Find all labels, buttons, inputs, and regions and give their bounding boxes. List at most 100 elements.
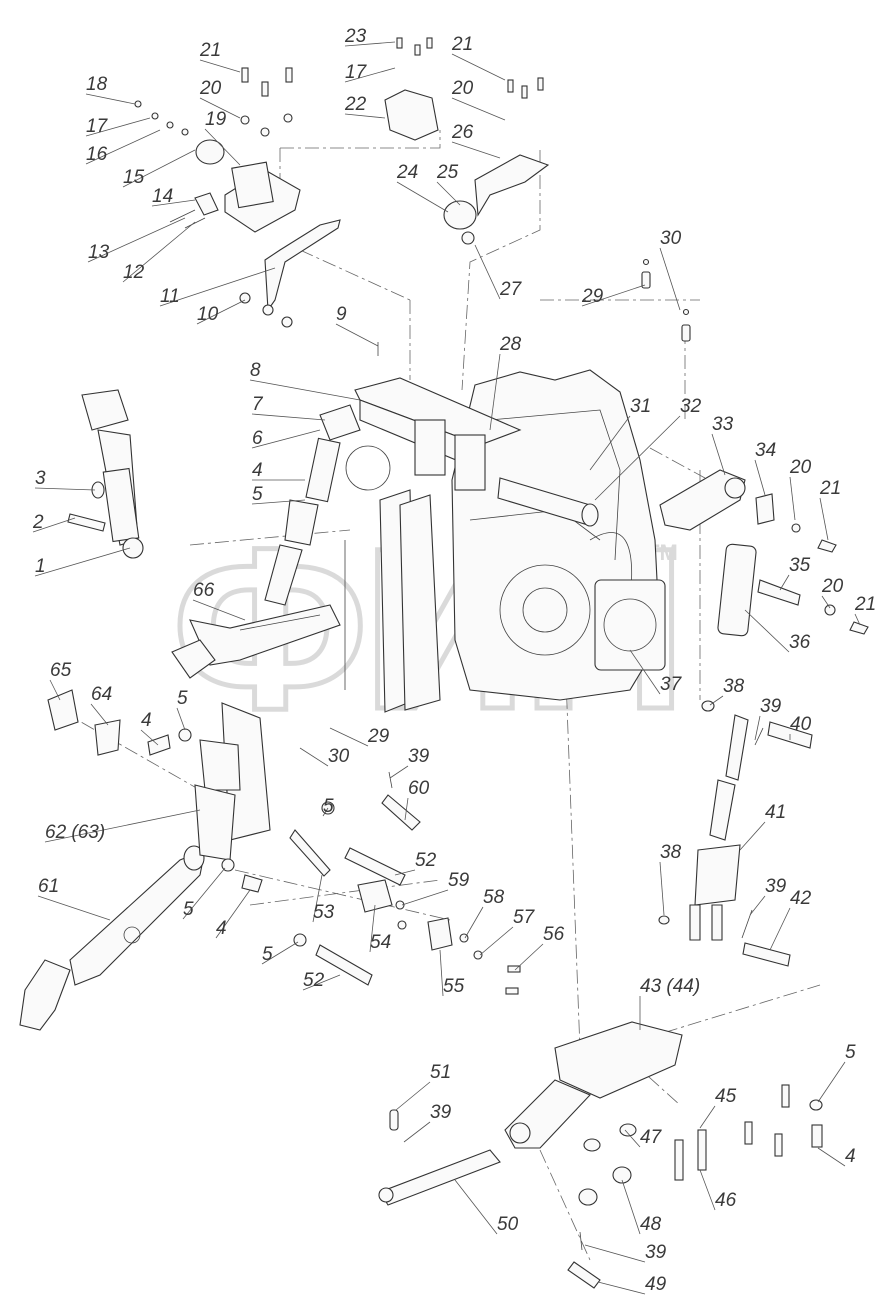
- callout-p2: 2: [32, 512, 76, 533]
- part-number-label: 48: [640, 1214, 662, 1235]
- part-number-label: 4: [141, 710, 152, 731]
- callout-p66: 66: [192, 580, 246, 621]
- part-number-label: 31: [630, 396, 651, 417]
- callout-p47: 47: [624, 1127, 663, 1148]
- part-number-label: 25: [436, 162, 459, 183]
- leader-line: [709, 695, 724, 706]
- leader-line: [451, 97, 506, 121]
- part-number-label: 22: [344, 94, 367, 115]
- part-62-65-plates: [47, 689, 271, 861]
- part-number-label: 43 (44): [640, 976, 700, 997]
- callout-p58: 58: [464, 887, 505, 939]
- part-number-label: 64: [91, 684, 112, 705]
- callout-p16: 16: [85, 129, 161, 165]
- callout-p17a: 17: [344, 62, 396, 83]
- callout-p40: 40: [789, 714, 812, 740]
- callout-p51: 51: [395, 1062, 451, 1111]
- part-number-label: 53: [313, 902, 335, 923]
- part-number-label: 5: [177, 688, 188, 709]
- part-number-label: 65: [50, 660, 72, 681]
- leader-line: [581, 284, 646, 307]
- part-number-label: 41: [765, 802, 786, 823]
- part-35-36-cylinder: [717, 523, 869, 637]
- leader-line: [37, 895, 111, 921]
- leader-line: [329, 727, 369, 747]
- part-2-3-pin-washer: [67, 481, 106, 532]
- leader-line: [821, 595, 831, 609]
- part-number-label: 32: [680, 396, 702, 417]
- part-number-label: 38: [723, 676, 745, 697]
- leader-line: [44, 809, 201, 843]
- part-61-lower-link-hook: [19, 845, 206, 1031]
- callout-p5c: 5: [322, 796, 334, 817]
- leader-line: [474, 244, 501, 300]
- part-number-label: 37: [660, 674, 683, 695]
- part-number-label: 4: [845, 1146, 856, 1167]
- part-number-label: 52: [303, 970, 325, 991]
- callout-p39d: 39: [403, 1102, 452, 1143]
- callout-p39e: 39: [584, 1242, 667, 1263]
- leader-line: [140, 729, 159, 746]
- part-number-label: 29: [581, 286, 604, 307]
- part-number-label: 46: [715, 1190, 737, 1211]
- callout-p23: 23: [344, 26, 396, 47]
- part-number-label: 23: [344, 26, 367, 47]
- leader-line: [594, 415, 681, 501]
- part-66-lower-link: [171, 604, 341, 679]
- part-number-label: 50: [497, 1214, 519, 1235]
- callout-p18: 18: [85, 74, 136, 105]
- leader-line: [819, 497, 829, 541]
- leader-line: [401, 889, 449, 906]
- part-number-label: 59: [448, 870, 470, 891]
- callout-p4b: 4: [140, 710, 159, 746]
- leader-line: [629, 649, 661, 695]
- callout-p13: 13: [87, 217, 186, 263]
- part-number-label: 34: [755, 440, 776, 461]
- part-number-label: 30: [660, 228, 682, 249]
- leader-line: [489, 353, 501, 431]
- part-number-label: 30: [328, 746, 350, 767]
- callout-p53: 53: [312, 874, 335, 923]
- leader-line: [335, 323, 379, 347]
- leader-line: [344, 67, 396, 83]
- part-number-label: 17: [345, 62, 368, 83]
- callout-p50: 50: [454, 1179, 519, 1235]
- leader-line: [754, 459, 766, 496]
- part-24-27-arm: [443, 77, 550, 245]
- part-20-21-bolts-left: [240, 67, 293, 137]
- leader-line: [251, 413, 326, 421]
- leader-line: [395, 1081, 431, 1111]
- callout-p5e: 5: [261, 941, 299, 965]
- leader-line: [394, 869, 416, 876]
- leader-line: [85, 93, 136, 105]
- part-number-label: 2: [32, 512, 44, 533]
- part-number-label: 58: [483, 887, 505, 908]
- leader-line: [344, 41, 396, 47]
- part-9-11-lever: [239, 219, 379, 356]
- part-number-label: 5: [183, 899, 194, 920]
- part-28-upper-frame: [345, 377, 522, 491]
- part-number-label: 19: [205, 109, 227, 130]
- callout-p41: 41: [739, 802, 786, 851]
- callout-p5d: 5: [182, 867, 226, 920]
- leader-line: [739, 821, 766, 851]
- callout-p62: 62 (63): [44, 809, 201, 843]
- callout-p37: 37: [629, 649, 683, 695]
- leader-line: [659, 861, 665, 916]
- callout-p28: 28: [489, 334, 522, 431]
- callout-p10: 10: [196, 299, 246, 325]
- callout-p31: 31: [589, 396, 651, 471]
- part-number-label: 27: [499, 279, 523, 300]
- leader-line: [87, 217, 186, 263]
- leader-line: [196, 299, 246, 325]
- part-number-label: 60: [408, 778, 430, 799]
- callout-p12: 12: [122, 221, 196, 283]
- leader-line: [464, 906, 484, 939]
- leader-line: [817, 1147, 846, 1167]
- callout-p22: 22: [344, 94, 386, 119]
- callout-p17b: 17: [85, 116, 151, 137]
- part-number-label: 39: [408, 746, 430, 767]
- callout-p21a: 21: [199, 40, 241, 73]
- part-number-label: 21: [199, 40, 221, 61]
- leader-line: [182, 867, 226, 920]
